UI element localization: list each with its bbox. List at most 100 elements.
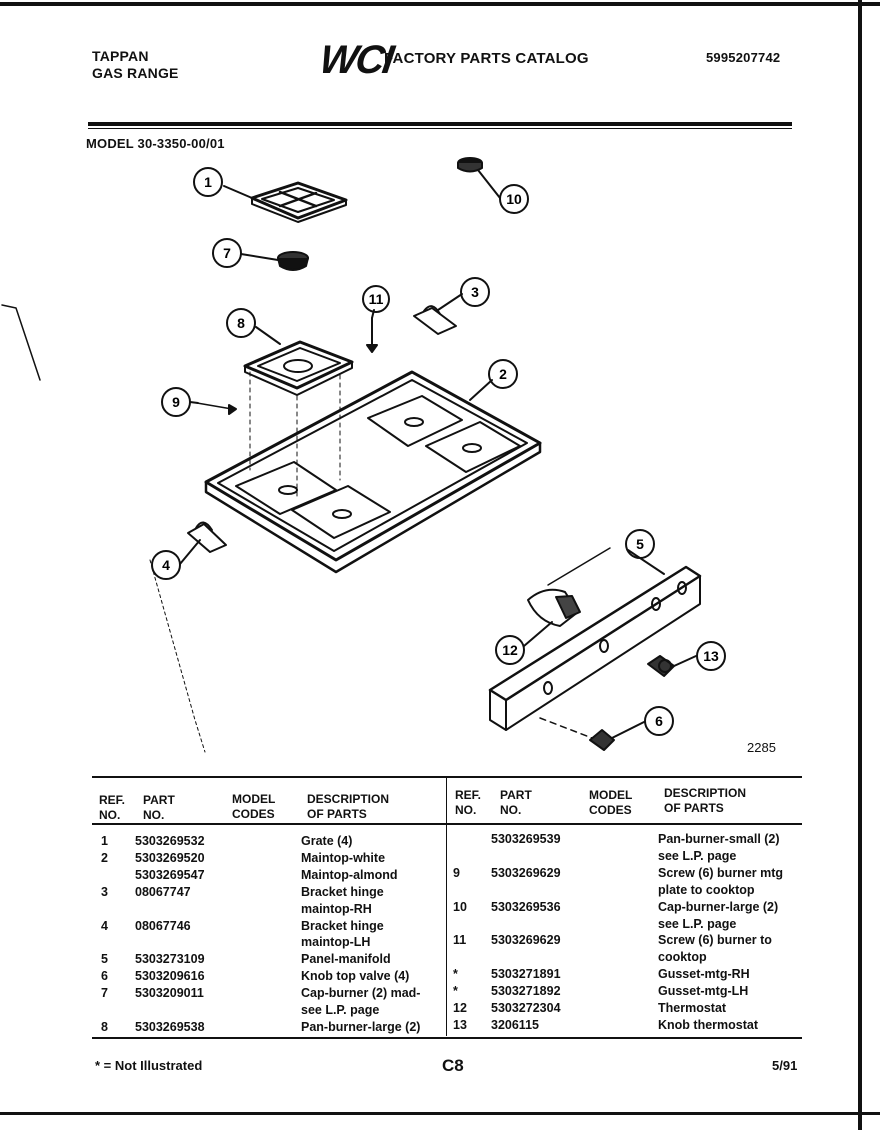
model-header-line1: MODEL: [232, 792, 276, 806]
part-header-line2: NO.: [143, 808, 165, 822]
desc-header-line2: OF PARTS: [307, 807, 367, 821]
part-header-line1: PART: [500, 788, 532, 802]
description-cell: see L.P. page: [658, 848, 737, 863]
description-cell: Knob thermostat: [658, 1017, 758, 1032]
part-no-cell: 08067747: [135, 884, 191, 899]
part-no-cell: 5303269532: [135, 834, 205, 848]
scan-edge-top: [0, 2, 880, 6]
ref-no-cell: 2: [101, 850, 108, 865]
model-number: MODEL 30-3350-00/01: [86, 136, 225, 151]
description-cell: Knob top valve (4): [301, 969, 410, 984]
scan-edge-right: [858, 0, 862, 1130]
not-illustrated-footnote: * = Not Illustrated: [95, 1058, 203, 1073]
part-no-header: PART NO.: [143, 793, 175, 823]
desc-header-line1: DESCRIPTION: [307, 792, 390, 806]
description-cell: Grate (4): [301, 834, 353, 848]
header-rule-thin: [88, 128, 792, 129]
description-cell: Gusset-mtg-LH: [658, 984, 749, 999]
description-cell: cooktop: [658, 950, 707, 965]
part-no-cell: 5303269629: [491, 865, 561, 880]
ref-no-cell: 8: [101, 1019, 108, 1034]
ref-no-header-right: REF. NO.: [455, 788, 481, 818]
callout-9: 9: [172, 394, 180, 410]
callout-3: 3: [471, 284, 479, 300]
part-header-line2: NO.: [500, 803, 522, 817]
part-no-cell: 5303272304: [491, 1001, 561, 1015]
product-type: GAS RANGE: [92, 65, 179, 81]
catalog-number: 5995207742: [706, 50, 781, 65]
part-no-cell: 08067746: [135, 918, 191, 933]
burner-pan-part: [243, 340, 354, 396]
description-cell: Bracket hinge: [301, 918, 384, 933]
description-cell: Gusset-mtg-RH: [658, 967, 750, 982]
part-no-cell: 5303269629: [491, 933, 561, 948]
ref-header-line1: REF.: [455, 788, 482, 802]
callout-5: 5: [636, 536, 644, 552]
description-cell: Cap-burner-large (2): [658, 899, 779, 914]
model-codes-header: MODEL CODES: [232, 792, 275, 822]
ref-no-cell: 11: [453, 933, 467, 948]
description-cell: maintop-LH: [301, 935, 371, 950]
model-codes-header-right: MODEL CODES: [589, 788, 632, 818]
ref-no-cell: 9: [453, 865, 460, 880]
description-cell: Panel-manifold: [301, 952, 391, 967]
callout-11: 11: [369, 291, 384, 307]
part-no-cell: 5303273109: [135, 952, 205, 967]
ref-no-cell: 1: [101, 834, 108, 848]
table-divider: [446, 778, 447, 1036]
description-cell: plate to cooktop: [658, 882, 755, 897]
ref-no-cell: *: [453, 967, 458, 982]
part-no-cell: 5303269547: [135, 867, 205, 882]
description-header-right: DESCRIPTION OF PARTS: [664, 786, 746, 816]
model-header-line2: CODES: [589, 803, 632, 817]
part-no-cell: 5303269520: [135, 850, 205, 865]
ref-no-cell: 10: [453, 899, 467, 914]
description-cell: Screw (6) burner mtg: [658, 865, 784, 880]
callout-2: 2: [499, 366, 507, 382]
table-header-rule: [92, 823, 802, 825]
callout-13: 13: [703, 648, 719, 664]
callout-7: 7: [223, 245, 231, 261]
ref-header-line2: NO.: [99, 808, 121, 822]
ref-no-cell: 3: [101, 884, 108, 899]
callout-1: 1: [204, 174, 212, 190]
ref-no-cell: 6: [101, 969, 108, 984]
page-id: C8: [442, 1056, 464, 1075]
description-cell: Bracket hinge: [301, 884, 384, 899]
catalog-title: FACTORY PARTS CATALOG: [384, 50, 589, 67]
callout-8: 8: [237, 315, 245, 331]
part-no-cell: 5303269536: [491, 899, 561, 914]
ref-no-cell: 12: [453, 1001, 467, 1015]
model-header-line2: CODES: [232, 807, 275, 821]
ref-header-line1: REF.: [99, 793, 126, 807]
diagram-code: 2285: [747, 740, 776, 755]
description-cell: Pan-burner-small (2): [658, 832, 780, 846]
header-rule: [88, 122, 792, 126]
description-cell: see L.P. page: [301, 1003, 380, 1017]
part-no-cell: 5303209011: [135, 986, 204, 1001]
callout-6: 6: [655, 713, 663, 729]
description-cell: Cap-burner (2) mad-: [301, 986, 421, 1001]
manifold-panel-part: [488, 565, 702, 731]
callout-4: 4: [162, 557, 170, 573]
exploded-parts-diagram: 1 2 3 4 5 6 7 8 9 10 11 12 13: [1, 157, 726, 753]
part-no-cell: 5303269539: [491, 832, 561, 846]
ref-no-cell: *: [453, 984, 458, 999]
description-cell: Maintop-white: [301, 850, 386, 865]
part-no-cell: 5303269538: [135, 1019, 205, 1034]
ref-no-header: REF. NO.: [99, 793, 125, 823]
description-cell: see L.P. page: [658, 916, 737, 931]
part-no-cell: 5303271891: [491, 967, 561, 982]
model-header-line1: MODEL: [589, 788, 633, 802]
desc-header-line2: OF PARTS: [664, 801, 724, 815]
scan-edge-bottom: [0, 1112, 880, 1115]
document-date: 5/91: [772, 1058, 798, 1073]
callout-12: 12: [502, 642, 518, 658]
part-no-header-right: PART NO.: [500, 788, 532, 818]
brand-name: TAPPAN: [92, 48, 149, 64]
part-no-cell: 5303271892: [491, 984, 561, 999]
description-header: DESCRIPTION OF PARTS: [307, 792, 389, 822]
desc-header-line1: DESCRIPTION: [664, 786, 747, 800]
ref-no-cell: 4: [101, 918, 108, 933]
